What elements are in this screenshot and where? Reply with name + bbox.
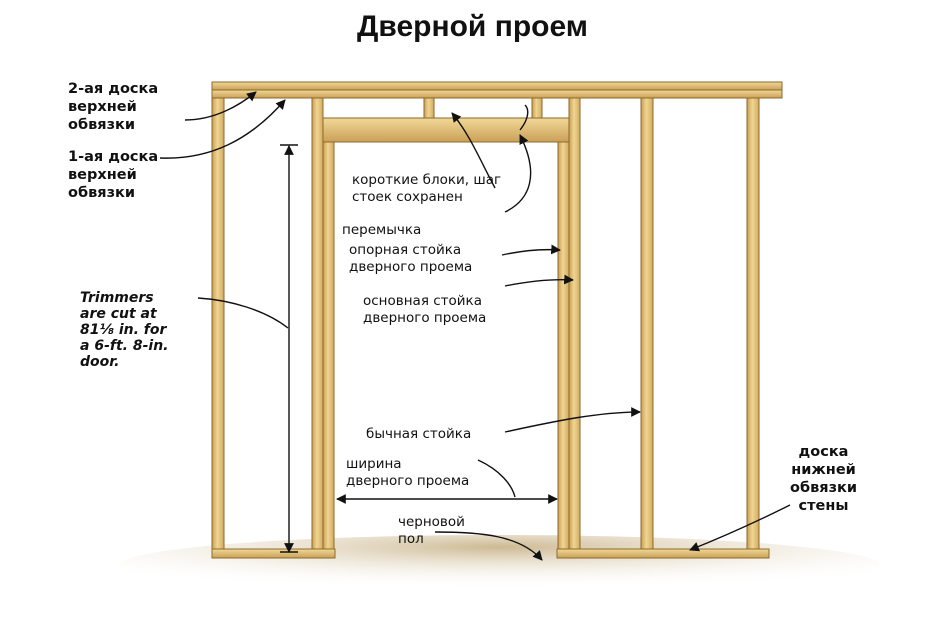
king-stud-right xyxy=(568,97,581,550)
callout-arrows xyxy=(159,91,791,561)
label-common-stud: бычная стойка xyxy=(366,426,472,442)
bottom-plate-right xyxy=(556,548,770,559)
stud-left-end xyxy=(211,97,225,550)
arrow-subfloor xyxy=(434,531,543,561)
king-stud-left xyxy=(311,97,324,550)
arrow-common-stud xyxy=(504,407,641,433)
common-stud xyxy=(640,97,654,550)
arrow-cripples-a xyxy=(451,112,496,189)
label-king-stud: основная стойка дверного проема xyxy=(363,293,487,326)
label-subfloor: черновой пол xyxy=(398,514,465,547)
top-plate-2 xyxy=(211,81,783,91)
common-stud xyxy=(746,97,760,550)
label-cripples: короткие блоки, шаг стоек сохранен xyxy=(352,172,502,205)
subfloor-shading xyxy=(120,535,880,595)
arrow-trimmer-stud xyxy=(501,244,561,256)
diagram-title: Дверной проем xyxy=(357,10,588,43)
trimmer-stud-right xyxy=(557,141,570,550)
cripple-stud xyxy=(423,97,435,119)
arrow-trimmers-note xyxy=(197,297,289,329)
top-plate-1 xyxy=(211,89,783,99)
arrow-top-plate-1 xyxy=(159,99,286,159)
bottom-plate-left xyxy=(211,548,336,559)
arrow-top-plate-2 xyxy=(184,91,257,121)
arrow-bottom-plate xyxy=(689,504,791,552)
label-bottom-plate: доска нижней обвязки стены xyxy=(790,444,857,514)
label-top-plate-2: 2-ая доска верхней обвязки xyxy=(68,81,159,133)
label-opening-width: ширина дверного проема xyxy=(346,456,470,489)
trimmer-stud-left xyxy=(322,141,335,550)
label-trimmer-stud: опорная стойка дверного проема xyxy=(349,242,473,275)
arrow-cripples-b xyxy=(504,134,532,213)
cripple-stud xyxy=(531,97,543,119)
label-top-plate-1: 1-ая доска верхней обвязки xyxy=(68,149,159,201)
arrow-opening-width xyxy=(477,459,516,498)
header xyxy=(322,117,574,143)
label-header: перемычка xyxy=(342,222,422,238)
label-trimmers-note: Trimmers are cut at 81⅛ in. for a 6-ft. … xyxy=(80,290,169,370)
arrow-king-stud xyxy=(504,274,574,287)
arrow-cripples-c xyxy=(519,104,529,131)
